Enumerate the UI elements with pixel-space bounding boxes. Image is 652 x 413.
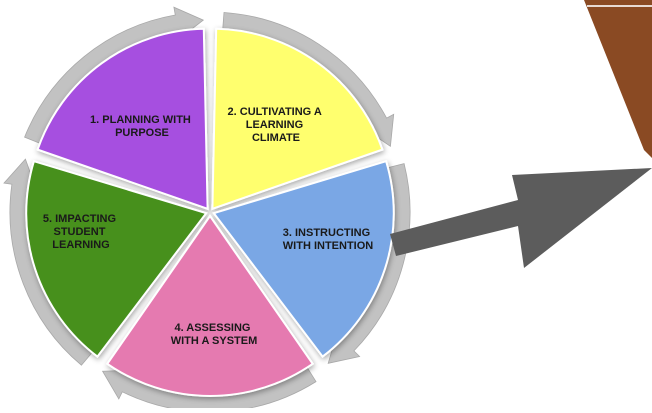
segment-5-line-3: LEARNING <box>52 239 109 251</box>
segment-3-line-1: 3. INSTRUCTING <box>283 227 370 239</box>
segment-2-wedge <box>212 159 395 359</box>
segment-1-line-2: PURPOSE <box>115 127 169 139</box>
segment-4-label: 4. ASSESSING WITH A SYSTEM <box>171 322 258 347</box>
segment-2-line-2: LEARNING <box>246 119 303 131</box>
segment-4-line-2: WITH A SYSTEM <box>171 335 258 347</box>
segment-2-line-1: 2. CULTIVATING A <box>228 106 322 118</box>
segment-3-wedge <box>105 214 315 397</box>
segment-5-wedge <box>36 27 209 211</box>
segment-4-wedge <box>25 159 208 359</box>
corner-brown-shape <box>584 0 652 158</box>
segment-2-line-3: CLIMATE <box>252 132 300 144</box>
segment-5-line-2: STUDENT <box>53 226 105 238</box>
segment-1-label: 1. PLANNING WITH PURPOSE <box>90 114 194 139</box>
segment-3-label: 3. INSTRUCTING WITH INTENTION <box>283 227 374 252</box>
right-arrow-icon <box>390 168 652 268</box>
corner-decoration <box>584 0 652 158</box>
segment-1-wedge <box>211 27 384 211</box>
cycle-wedges <box>25 27 395 397</box>
segment-5-line-1: 5. IMPACTING <box>43 213 116 225</box>
segment-3-line-2: WITH INTENTION <box>283 240 373 252</box>
segment-1-line-1: 1. PLANNING WITH <box>90 114 191 126</box>
segment-labels: 1. PLANNING WITH PURPOSE 2. CULTIVATING … <box>43 106 373 347</box>
segment-4-line-1: 4. ASSESSING <box>174 322 250 334</box>
segment-5-label: 5. IMPACTING STUDENT LEARNING <box>43 213 119 251</box>
segment-2-label: 2. CULTIVATING A LEARNING CLIMATE <box>228 106 325 144</box>
